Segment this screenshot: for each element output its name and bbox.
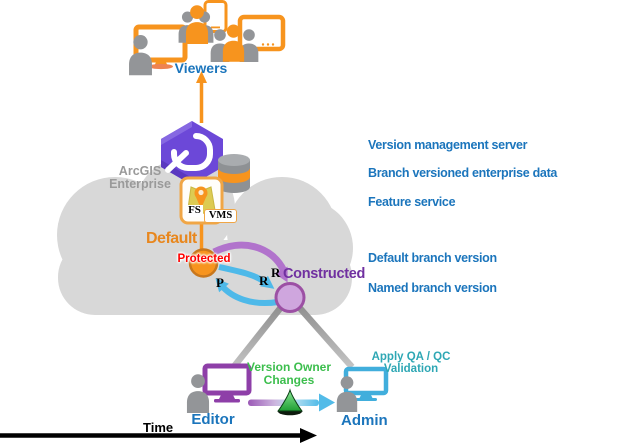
editor-label: Editor — [191, 411, 235, 428]
version-owner-changes-line1: Version Owner — [246, 360, 332, 374]
editor-icon — [186, 363, 252, 413]
version-owner-changes-line2: Changes — [263, 373, 315, 387]
arcgis-enterprise-logo-icon — [161, 121, 223, 185]
reconcile-letter-outer: R — [271, 265, 281, 280]
viewers-label: Viewers — [174, 60, 228, 76]
admin-icon — [336, 366, 389, 412]
legend-branch-versioned-data: Branch versioned enterprise data — [368, 166, 558, 180]
legend-feature-service: Feature service — [368, 195, 456, 209]
version-connectors — [229, 303, 355, 372]
reconcile-arrow-cyan — [218, 264, 275, 289]
qc-cone-icon — [276, 388, 304, 416]
reconcile-letter-inner: R — [259, 273, 269, 288]
constructed-label: Constructed — [283, 266, 366, 282]
default-label: Default — [146, 230, 197, 247]
named-version-node — [274, 282, 306, 313]
post-letter: P — [216, 275, 224, 290]
admin-label: Admin — [341, 412, 388, 429]
legend-version-management-server: Version management server — [368, 138, 528, 152]
fs-badge: FS — [186, 204, 203, 217]
protected-badge: Protected — [177, 253, 231, 265]
post-arrow-cyan — [215, 278, 279, 306]
qa-validation-line1: Apply QA / QC — [371, 351, 451, 363]
arcgis-label-line1: ArcGIS — [118, 164, 162, 178]
arcgis-label-line2: Enterprise — [109, 177, 171, 191]
time-axis-arrow — [0, 428, 317, 443]
legend-default-branch-version: Default branch version — [368, 251, 497, 265]
legend-named-branch-version: Named branch version — [368, 281, 497, 295]
qa-validation-line2: Validation — [383, 363, 439, 375]
viewers-group-icon — [129, 0, 286, 76]
time-label: Time — [143, 420, 174, 435]
reconcile-arrow-purple — [212, 241, 288, 283]
vms-badge: VMS — [204, 209, 237, 223]
database-icon — [218, 154, 250, 193]
service-flow-arrow — [196, 71, 207, 252]
default-version-node — [188, 248, 219, 278]
